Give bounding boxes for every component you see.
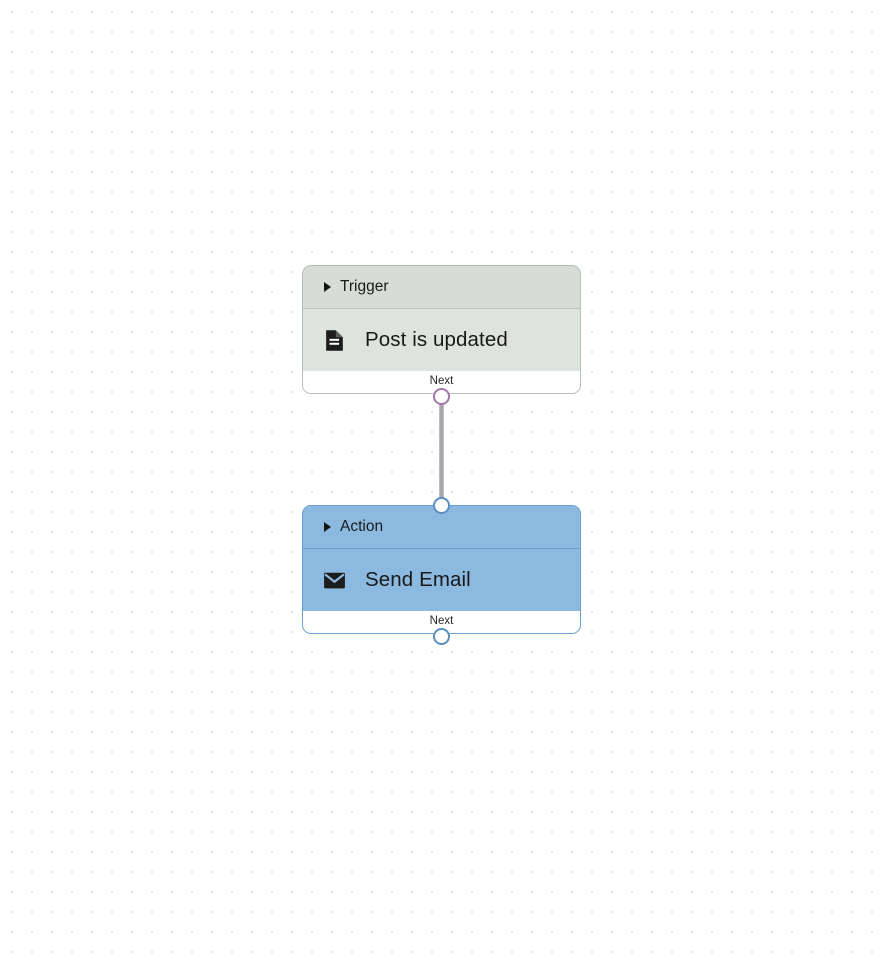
node-header-label: Action — [340, 518, 384, 535]
input-port-action[interactable] — [433, 497, 450, 514]
output-port-trigger[interactable] — [433, 388, 450, 405]
workflow-node-action[interactable]: Action Send Email Next — [302, 505, 581, 634]
node-footer-label: Next — [429, 375, 454, 387]
chevron-right-icon[interactable] — [324, 522, 331, 532]
node-body-action[interactable]: Send Email — [303, 549, 580, 611]
envelope-icon — [324, 572, 345, 588]
chevron-right-icon[interactable] — [324, 282, 331, 292]
node-footer-action: Next — [303, 611, 580, 633]
output-port-action[interactable] — [433, 628, 450, 645]
node-footer-label: Next — [429, 615, 454, 627]
node-footer-trigger: Next — [303, 371, 580, 393]
node-header-trigger[interactable]: Trigger — [303, 266, 580, 309]
node-body-trigger[interactable]: Post is updated — [303, 309, 580, 371]
workflow-node-trigger[interactable]: Trigger Post is updated Next — [302, 265, 581, 394]
document-icon — [326, 329, 343, 351]
node-title-trigger: Post is updated — [365, 328, 508, 351]
node-header-label: Trigger — [340, 278, 389, 295]
node-title-action: Send Email — [365, 568, 471, 591]
